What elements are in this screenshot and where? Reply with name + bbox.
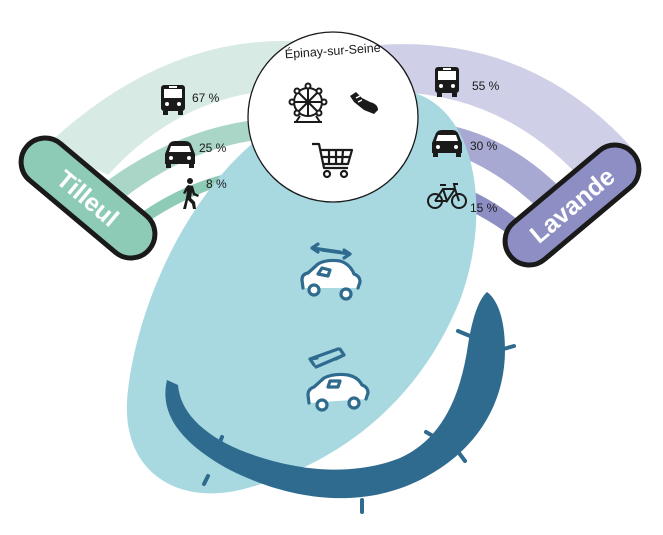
hub-title: Épinay-sur-Seine bbox=[284, 40, 381, 62]
road-body bbox=[165, 292, 505, 499]
bicycle-icon bbox=[427, 183, 467, 209]
sneaker-icon bbox=[350, 92, 378, 114]
hub-circle bbox=[247, 31, 419, 203]
car-icon bbox=[432, 130, 462, 157]
tilleul-walk-share: 8 % bbox=[206, 177, 227, 191]
car-icon bbox=[165, 141, 195, 168]
pedestrian-icon bbox=[183, 178, 199, 209]
urban-zone-blob bbox=[126, 89, 477, 494]
lavande-bike-share: 15 % bbox=[470, 201, 498, 215]
car-traffic-icon bbox=[306, 347, 370, 412]
lavande-car-share: 30 % bbox=[470, 139, 498, 153]
left-band-car bbox=[95, 118, 283, 205]
ring-road bbox=[165, 292, 516, 514]
ferris-wheel-icon bbox=[288, 82, 328, 123]
shopping-cart-icon bbox=[312, 142, 354, 179]
bus-icon bbox=[161, 85, 185, 115]
tilleul-bus-share: 67 % bbox=[192, 91, 220, 105]
bus-icon bbox=[435, 67, 459, 97]
lavande-bus-share: 55 % bbox=[472, 79, 500, 93]
car-traffic-icon bbox=[300, 242, 362, 301]
tilleul-car-share: 25 % bbox=[199, 141, 227, 155]
